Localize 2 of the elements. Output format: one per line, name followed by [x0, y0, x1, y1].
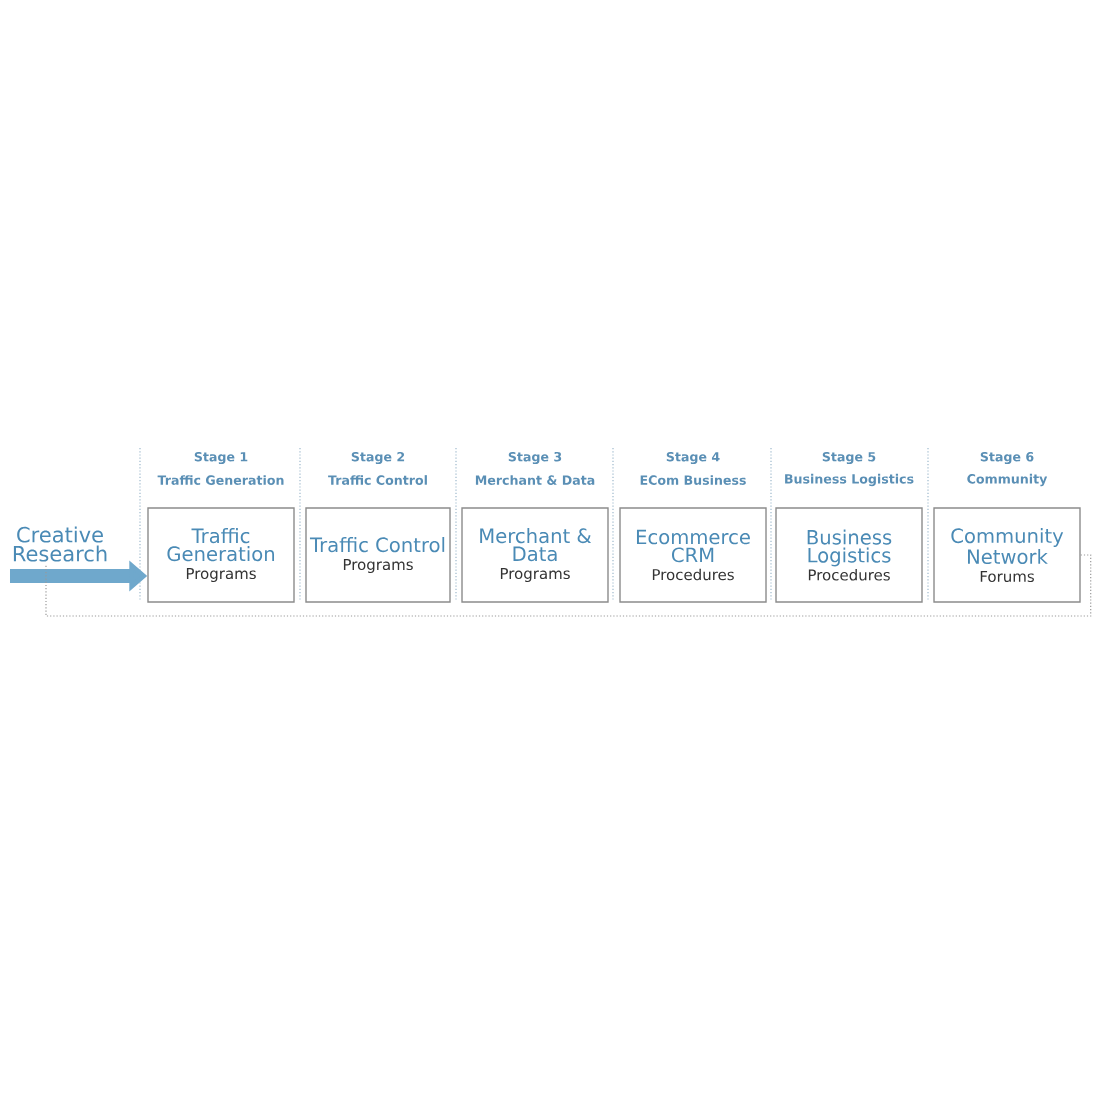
- label-text: Creative Research: [13, 526, 107, 562]
- loop-line: [45, 554, 1092, 617]
